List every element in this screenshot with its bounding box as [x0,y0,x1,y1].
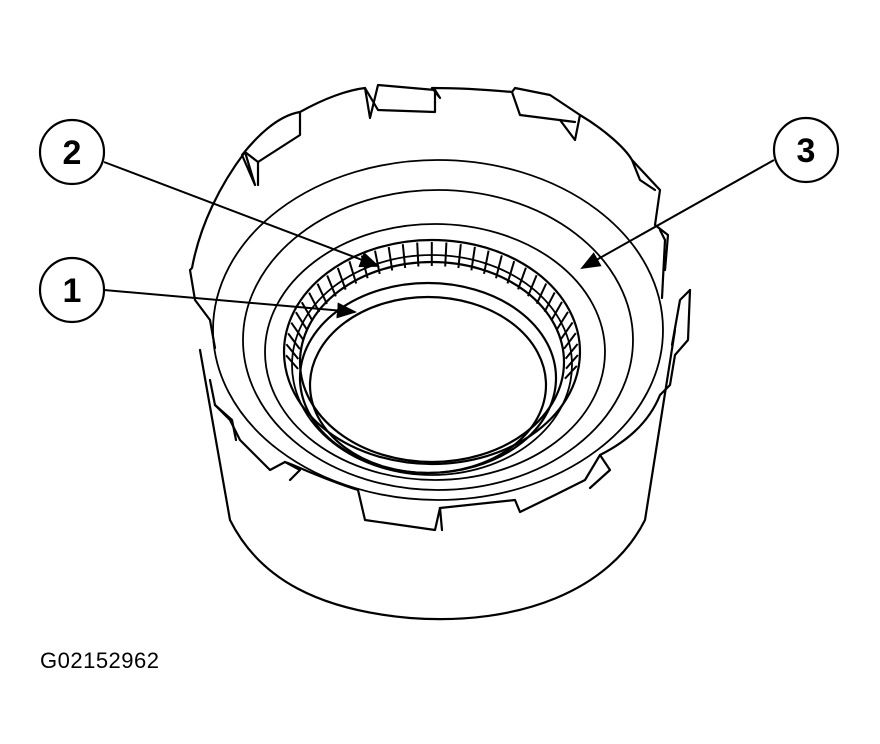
roller-pin [555,311,569,331]
drum-castellated-rim [188,83,692,532]
roller-pin [295,311,308,331]
roller-pin [527,274,538,297]
callout-1-leader [103,289,357,319]
callout-2: 2 [38,118,106,186]
roller-pin [517,267,527,290]
roller-pin [287,332,301,350]
roller-pin [336,267,347,290]
drum-step-ring [242,189,634,491]
roller-pin [535,283,548,305]
callout-1: 1 [38,256,106,324]
roller-pin [543,291,556,313]
callout-3-leader [580,159,775,269]
roller-pin [444,242,448,267]
roller-pin [285,343,300,360]
roller-cage-inner [298,260,566,464]
rim-teeth-detail [213,86,692,532]
roller-pin [470,246,476,271]
figure-id-label: G02152962 [40,648,160,673]
roller-pin [290,322,304,340]
roller-pin [564,365,578,380]
roller-cage-outer [282,238,582,466]
roller-pin [550,301,563,321]
roller-pin [285,354,299,370]
roller-pin [565,354,579,370]
roller-pin [416,242,420,267]
roller-pin [401,244,407,269]
callout-3: 3 [772,116,840,184]
inner-race-bore [308,295,548,475]
roller-pin [495,255,503,279]
callout-2-label: 2 [63,134,82,172]
roller-pin [300,301,314,322]
callout-1-label: 1 [63,272,82,310]
callout-2-leader [103,161,380,268]
roller-pin [563,332,577,350]
roller-pin [564,343,579,360]
roller-pin [387,246,394,271]
roller-pin [348,261,358,284]
roller-pin [483,250,490,274]
drum-inner-ring [264,223,606,481]
roller-pin [457,244,462,269]
roller-pin [506,260,516,284]
roller-pin [560,321,574,340]
roller-pin [316,283,328,305]
drum-outer-inner-wall [212,159,664,501]
callout-3-label: 3 [797,132,816,170]
roller-pin [326,275,337,297]
drum-body-outline [198,328,677,621]
